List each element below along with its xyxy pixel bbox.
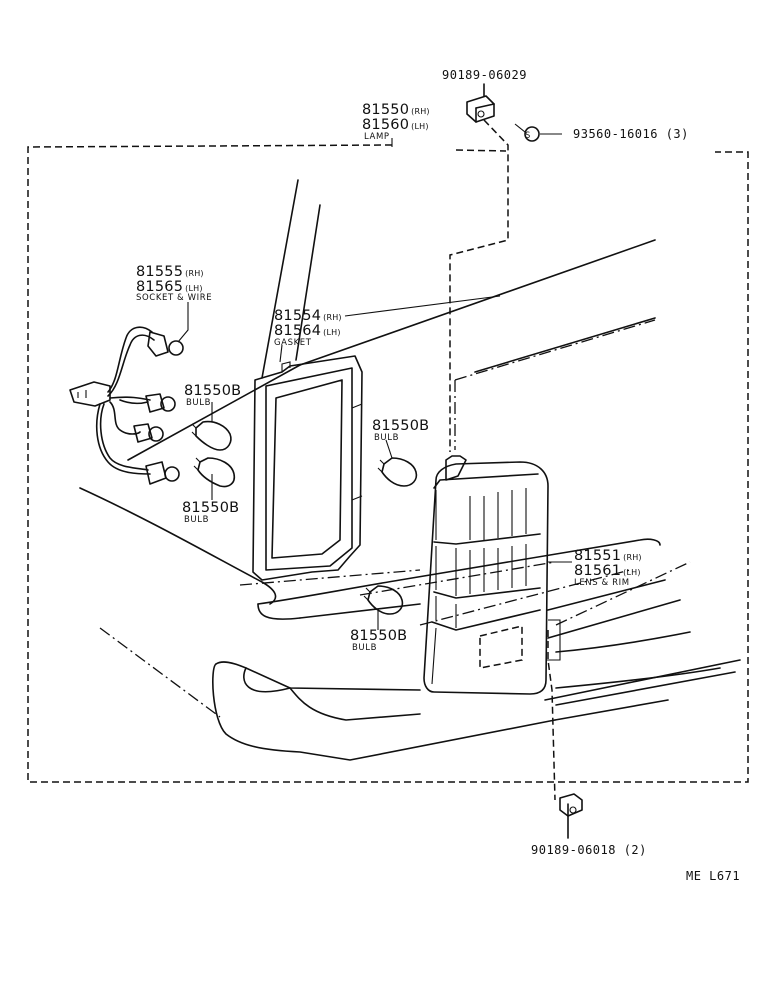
label-bulb-c-desc: BULB	[184, 515, 209, 525]
label-lamp-lh: 81560(LH)	[362, 117, 429, 133]
label-lamp-desc: LAMP	[364, 132, 390, 142]
label-bulb-a: 81550B	[184, 383, 241, 399]
gasket-frame	[252, 355, 363, 581]
label-lens-lh: 81561(LH)	[574, 563, 641, 579]
label-lamp-rh: 81550(RH)	[362, 102, 430, 118]
alignment-lines	[99, 319, 691, 718]
label-clip-symbol: S	[525, 131, 531, 141]
leader-lines	[177, 295, 572, 630]
socket-wire-harness	[69, 326, 184, 485]
clip-icon	[514, 123, 562, 142]
label-clip: 93560-16016 (3)	[573, 127, 689, 141]
label-lens-rh: 81551(RH)	[574, 548, 642, 564]
bulb-icon-bottom	[363, 585, 404, 615]
top-screw-icon	[466, 83, 495, 123]
label-screw-top: 90189-06029	[442, 68, 527, 82]
label-socket-rh: 81555(RH)	[136, 264, 204, 280]
lens-and-rim	[423, 455, 561, 695]
label-bulb-b: 81550B	[372, 418, 429, 434]
label-bulb-c: 81550B	[182, 500, 239, 516]
label-socket-lh: 81565(LH)	[136, 279, 203, 295]
label-bulb-d-desc: BULB	[352, 643, 377, 653]
vehicle-body-outline	[79, 179, 741, 761]
label-gasket-desc: GASKET	[274, 338, 312, 348]
screw-guide-lines	[449, 119, 556, 801]
diagram-code: ME L671	[686, 869, 740, 883]
bulb-icon-left-lower	[193, 457, 236, 488]
label-bulb-a-desc: BULB	[186, 398, 211, 408]
label-bulb-b-desc: BULB	[374, 433, 399, 443]
assembly-boundary	[27, 138, 749, 783]
label-screw-bottom: 90189-06018 (2)	[531, 843, 647, 857]
bottom-screw-icon	[559, 793, 583, 839]
label-gasket-lh: 81564(LH)	[274, 323, 341, 339]
label-lens-desc: LENS & RIM	[574, 578, 630, 588]
bulb-icon-right	[377, 457, 418, 487]
bulb-icon-left-upper	[191, 420, 232, 451]
label-gasket-rh: 81554(RH)	[274, 308, 342, 324]
label-bulb-d: 81550B	[350, 628, 407, 644]
label-socket-desc: SOCKET & WIRE	[136, 293, 212, 303]
